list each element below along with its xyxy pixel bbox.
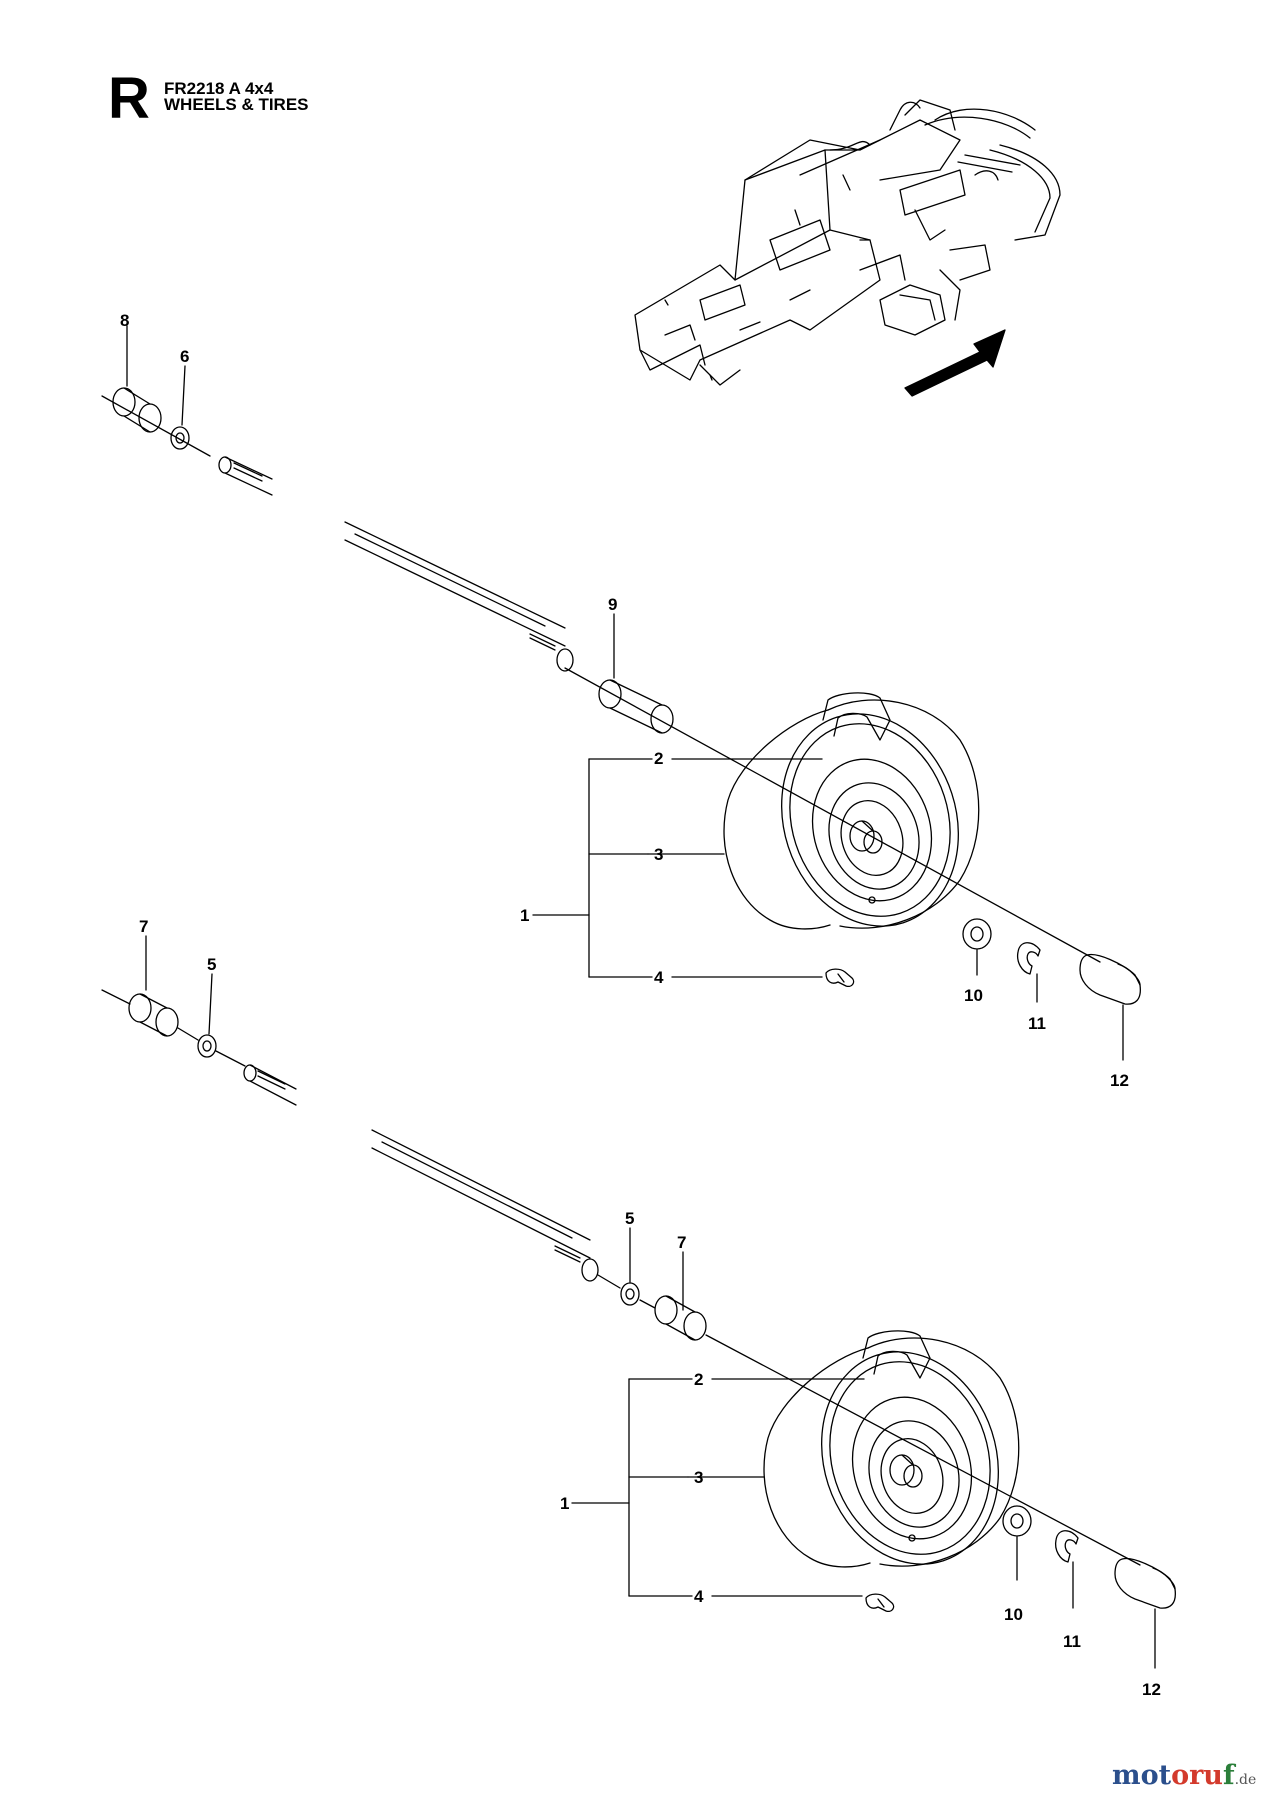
- spacer-9: [598, 679, 674, 734]
- callout-9: 9: [608, 595, 617, 614]
- callout-3: 3: [654, 845, 663, 864]
- washer-10-top: [962, 918, 992, 950]
- callout-12: 12: [1110, 1071, 1129, 1090]
- section-title: WHEELS & TIRES: [164, 95, 309, 114]
- callout-1-bottom: 1: [560, 1494, 569, 1513]
- wheel-tire-top: [723, 692, 980, 930]
- callout-1: 1: [520, 906, 529, 925]
- callout-12-bottom: 12: [1142, 1680, 1161, 1699]
- washer-5-bottom: [620, 1282, 640, 1306]
- callout-4-bottom: 4: [694, 1587, 704, 1606]
- brand-part-3: f: [1222, 1760, 1235, 1791]
- washer-10-bottom: [1002, 1505, 1032, 1537]
- callout-3-bottom: 3: [694, 1468, 703, 1487]
- washer-6: [170, 426, 190, 450]
- callout-10: 10: [964, 986, 983, 1005]
- model-title: FR2218 A 4x4: [164, 79, 274, 98]
- callout-5-left: 5: [207, 955, 216, 974]
- callouts-bottom: 5 7 2 3 1 4 10 11 12: [560, 1209, 1161, 1699]
- valve-stem-4-bottom: [865, 1593, 895, 1613]
- brand-logo[interactable]: motoruf.de: [1112, 1762, 1256, 1789]
- bushing-7-left: [128, 993, 179, 1037]
- brand-part-2: oru: [1171, 1760, 1223, 1791]
- callout-11: 11: [1028, 1014, 1046, 1033]
- wheel-tire-bottom: [763, 1330, 1020, 1568]
- callout-7-left: 7: [139, 917, 148, 936]
- callout-8: 8: [120, 311, 129, 330]
- clip-11-bottom: [1054, 1530, 1079, 1563]
- callout-6: 6: [180, 347, 189, 366]
- brand-part-1: mot: [1112, 1760, 1172, 1791]
- section-letter: R: [108, 66, 150, 131]
- valve-stem-4: [825, 968, 855, 988]
- brand-tld: .de: [1234, 1772, 1257, 1788]
- bushing-8: [112, 387, 162, 433]
- callout-2: 2: [654, 749, 663, 768]
- callout-4: 4: [654, 968, 664, 987]
- callouts-middle: 7 5: [139, 917, 216, 974]
- bottom-axle-assembly: [571, 1227, 1176, 1669]
- top-axle-assembly: [101, 325, 1141, 1061]
- callouts-top: 8 6 9 2 3 1 4 10 11 12: [120, 311, 1129, 1090]
- axle-shaft-top: [218, 456, 574, 672]
- middle-axle-parts: [101, 935, 599, 1282]
- tractor-frame-overview: [634, 99, 1061, 386]
- spacer-7-bottom: [654, 1295, 707, 1341]
- direction-arrow: [904, 329, 1006, 397]
- callout-11-bottom: 11: [1063, 1632, 1081, 1651]
- callout-5-bottom: 5: [625, 1209, 634, 1228]
- cap-12-bottom: [1114, 1558, 1176, 1609]
- callout-10-bottom: 10: [1004, 1605, 1023, 1624]
- cap-12-top: [1079, 954, 1141, 1005]
- callout-7-bottom: 7: [677, 1233, 686, 1252]
- washer-5-left: [197, 1034, 217, 1058]
- callout-2-bottom: 2: [694, 1370, 703, 1389]
- clip-11-top: [1016, 942, 1041, 975]
